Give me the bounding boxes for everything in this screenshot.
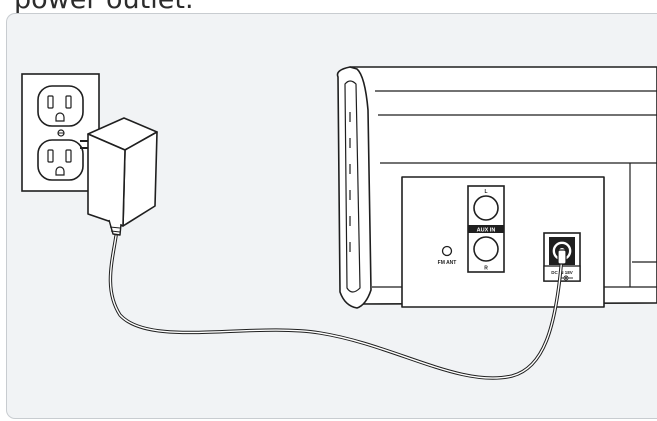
aux-right-label: R: [484, 266, 488, 272]
aux-in-jacks: [467, 185, 505, 273]
fm-antenna-jack: [441, 245, 453, 257]
power-cable: [108, 234, 564, 380]
aux-in-label: AUX IN: [477, 228, 496, 234]
aux-left-label: L: [484, 189, 487, 195]
aux-right-jack: [473, 236, 499, 262]
dc-polarity-icon: [559, 275, 573, 281]
caption-text: power outlet.: [14, 0, 194, 15]
aux-left-jack: [473, 195, 499, 221]
fm-ant-label: FM ANT: [438, 260, 457, 266]
dc-plug: [557, 249, 567, 265]
wall-outlet: [21, 73, 100, 192]
power-adapter: [80, 117, 158, 236]
lower-socket: [37, 139, 84, 181]
upper-socket: [37, 85, 84, 127]
